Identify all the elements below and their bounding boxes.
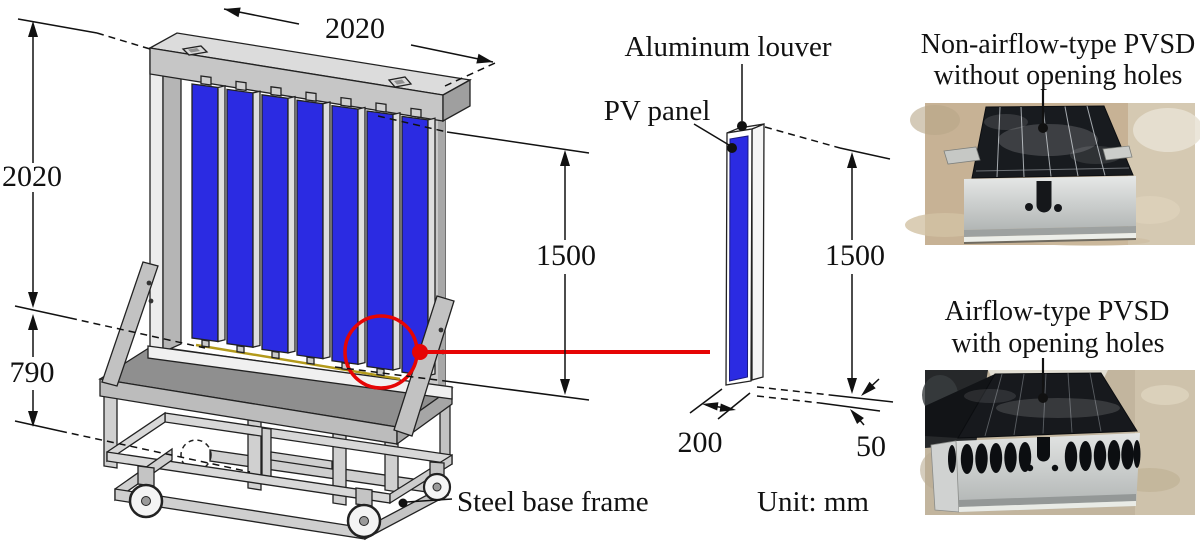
pv-louver-array xyxy=(191,75,436,382)
left-brace xyxy=(101,261,159,387)
pv-louver xyxy=(331,96,366,371)
pv-top-surface xyxy=(957,372,1138,439)
dim-1500-right-label: 1500 xyxy=(825,239,885,272)
assembly-drawing: 2020 2020 790 Steel base frame xyxy=(2,7,710,541)
dim-50 xyxy=(850,378,880,426)
louver-detail-drawing: Aluminum louver PV panel 1500 1500 200 5… xyxy=(334,31,894,518)
pv-louver xyxy=(366,102,401,377)
steel-base-frame xyxy=(98,345,454,541)
photo-image xyxy=(920,358,1195,515)
leader-dot xyxy=(1038,393,1048,403)
dim-top-width-label: 2020 xyxy=(325,12,385,45)
dim-base-height-label: 790 xyxy=(10,356,55,389)
hidden-caster-wheel xyxy=(180,439,212,471)
pv-louver xyxy=(296,91,331,365)
photo-caption: with opening holes xyxy=(951,328,1164,359)
red-highlight xyxy=(343,314,710,390)
left-post xyxy=(149,49,164,353)
aluminum-louver-label: Aluminum louver xyxy=(624,31,831,63)
pv-panel-face xyxy=(728,135,749,382)
diagonal-braces xyxy=(101,261,455,437)
leader-dot xyxy=(398,498,408,508)
center-slot xyxy=(1036,181,1052,213)
pv-louver xyxy=(226,80,261,354)
steel-base-frame-label: Steel base frame xyxy=(457,486,649,518)
dim-1500-left-label: 1500 xyxy=(536,239,596,272)
highlight-dot xyxy=(412,344,428,360)
dim-200-label: 200 xyxy=(678,426,723,459)
dim-1500-right xyxy=(847,152,857,394)
opening-holes xyxy=(948,439,1141,474)
leader-dot xyxy=(737,121,747,131)
pv-top-surface xyxy=(971,105,1134,179)
pv-louver xyxy=(261,86,296,360)
caster-wheel-front xyxy=(346,487,382,539)
photo-caption: Airflow-type PVSD xyxy=(945,296,1170,327)
photo-image xyxy=(905,90,1200,246)
photo-caption: Non-airflow-type PVSD xyxy=(921,29,1196,60)
photo-caption: without opening holes xyxy=(934,60,1183,91)
leader-dot xyxy=(1038,123,1048,133)
photo-non-airflow: Non-airflow-type PVSD without opening ho… xyxy=(905,29,1200,246)
leader-dot xyxy=(727,143,737,153)
bottom-rail-hardware xyxy=(195,343,401,381)
pv-louver xyxy=(191,75,226,348)
unit-note: Unit: mm xyxy=(757,486,869,518)
photo-airflow: Airflow-type PVSD with opening holes xyxy=(920,296,1195,515)
center-slot xyxy=(1037,437,1050,462)
caster-wheel-left xyxy=(128,465,164,519)
dimension-lines xyxy=(14,7,496,508)
pv-panel-label: PV panel xyxy=(604,95,711,127)
dim-200 xyxy=(689,388,751,420)
dim-left-height-label: 2020 xyxy=(2,160,62,193)
dim-50-label: 50 xyxy=(856,430,886,463)
louver-box xyxy=(725,123,765,386)
dim-1500-left xyxy=(560,150,570,395)
